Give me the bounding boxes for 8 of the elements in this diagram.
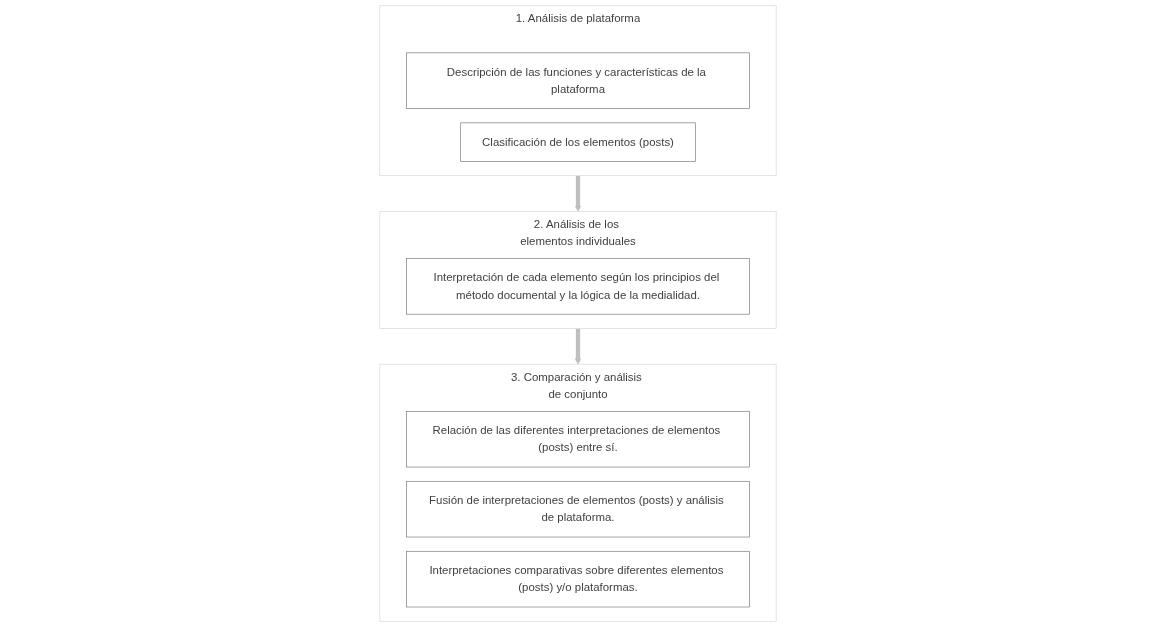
node-box: Descripción de las funciones y características de la plataforma bbox=[406, 52, 750, 109]
arrow bbox=[574, 328, 582, 365]
arrow bbox=[574, 175, 582, 212]
node-box: Interpretación de cada elemento según los principios del método documental y la lógica de la medialidad. bbox=[406, 258, 750, 315]
node-box: Clasificación de los elementos (posts) bbox=[460, 122, 696, 162]
node-box: Fusión de interpretaciones de elementos (posts) y análisis de plataforma. bbox=[406, 480, 750, 538]
node-box: Interpretaciones comparativas sobre diferentes elementos (posts) y/o plataformas. bbox=[406, 550, 750, 608]
node-box: Relación de las diferentes interpretaciones de elementos (posts) entre sí. bbox=[406, 410, 750, 468]
